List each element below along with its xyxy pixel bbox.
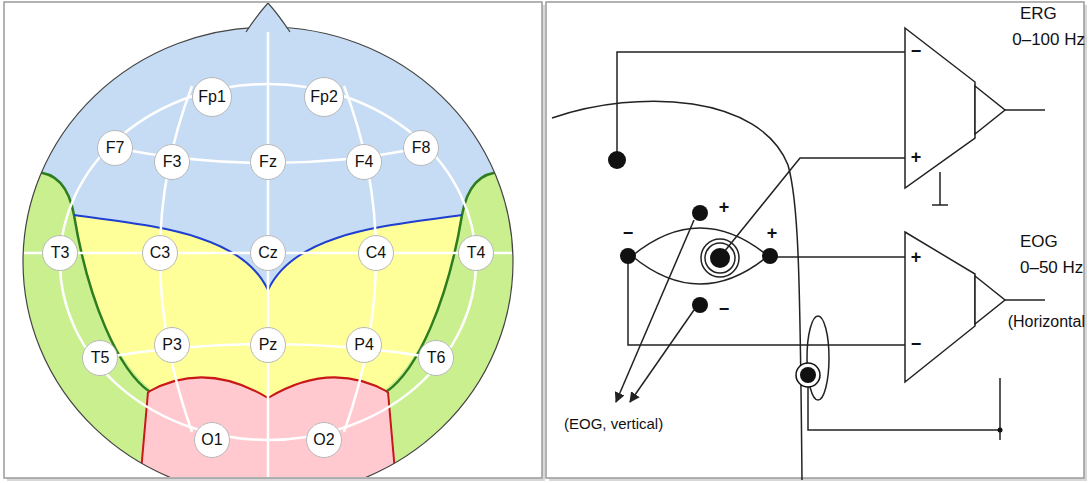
electrode-label: O1 [201, 432, 222, 448]
electrode [620, 248, 636, 264]
temporal-region [5, 3, 541, 477]
electrode-label: F8 [412, 140, 431, 156]
electrode-label: P4 [354, 337, 374, 353]
electrode-site: T5 [82, 340, 118, 376]
wire [617, 52, 905, 160]
electrode-site: T6 [418, 340, 454, 376]
electrode-site: F7 [97, 130, 133, 166]
electrode-label: Pz [259, 337, 278, 353]
amplifier-name: EOG [1020, 233, 1058, 252]
electrode-label: C4 [366, 245, 386, 261]
face-profile [552, 101, 802, 480]
electrode-site: C3 [142, 235, 178, 271]
electrode-label: Fp1 [198, 89, 226, 105]
electrode-site: F3 [154, 144, 190, 180]
electrode-site: O2 [306, 422, 342, 458]
input-sign: − [911, 42, 922, 62]
nose [246, 3, 290, 32]
electrode-label: T4 [467, 245, 486, 261]
electrode-label: O2 [313, 432, 334, 448]
pupil [710, 248, 730, 268]
region-border [20, 172, 150, 392]
input-sign: + [911, 248, 922, 268]
electrode-site: T4 [458, 235, 494, 271]
electrode-grid [5, 3, 541, 477]
electrode-site: Fz [250, 144, 286, 180]
amplifier [905, 232, 975, 382]
electrode-site: P3 [154, 327, 190, 363]
head-map [5, 3, 541, 477]
frontal-region [5, 3, 541, 290]
buffer [975, 86, 1005, 134]
electrode [692, 297, 708, 313]
electrode [762, 248, 778, 264]
electrode-site: O1 [194, 422, 230, 458]
electrode-sign: + [767, 224, 778, 244]
wire [628, 256, 905, 345]
panel-frame [546, 2, 1084, 478]
electrode-label: Cz [258, 245, 278, 261]
electrode-label: Fp2 [310, 89, 338, 105]
leader-line [616, 220, 694, 402]
electrode-label: T6 [427, 350, 446, 366]
bandwidth: 0–100 Hz [1012, 31, 1085, 50]
channel-note: (EOG, vertical) [564, 416, 663, 433]
electrode-site: P4 [346, 327, 382, 363]
channel-note: (Horizontal [1008, 313, 1085, 331]
electrode-site: F8 [403, 130, 439, 166]
electrode-label: T3 [51, 245, 70, 261]
electrode-label: Fz [259, 154, 277, 170]
amplifier-name: ERG [1020, 5, 1057, 24]
amplifier [905, 28, 975, 188]
electrode [796, 363, 820, 387]
ground-symbol [932, 172, 948, 205]
junction [998, 428, 1003, 433]
electrode-site: Pz [250, 327, 286, 363]
electrode-sign: + [719, 198, 730, 218]
electrode-sign: − [719, 300, 730, 320]
input-sign: − [911, 335, 922, 355]
electrode [800, 367, 816, 383]
electrode-label: F4 [355, 154, 374, 170]
input-sign: + [911, 148, 922, 168]
electrode-site: Cz [250, 235, 286, 271]
wire [1005, 299, 1045, 301]
eye [632, 228, 768, 284]
electrode-site: F4 [346, 144, 382, 180]
iris [701, 239, 739, 277]
electrode [608, 151, 626, 169]
electrode [692, 205, 708, 221]
leader-line [630, 310, 694, 402]
electrode-site: C4 [358, 235, 394, 271]
electrode-site: Fp2 [304, 77, 344, 117]
wire [770, 256, 905, 258]
electrode-site: T3 [42, 235, 78, 271]
electrode-label: T5 [91, 350, 110, 366]
electrode-site: Fp1 [192, 77, 232, 117]
eog-setup [552, 28, 1045, 480]
bandwidth: 0–50 Hz [1020, 259, 1083, 278]
electrode-sign: − [623, 224, 634, 244]
region-border [386, 172, 516, 392]
buffer [975, 276, 1005, 324]
iris [705, 243, 735, 273]
head-outline [23, 27, 513, 477]
electrode-label: C3 [150, 245, 170, 261]
electrode-label: F7 [106, 140, 125, 156]
electrode-label: P3 [162, 337, 182, 353]
wire [724, 158, 905, 252]
wire [1005, 109, 1045, 111]
electrode-label: F3 [163, 154, 182, 170]
wire [808, 378, 1000, 430]
electrodes [608, 151, 1003, 433]
